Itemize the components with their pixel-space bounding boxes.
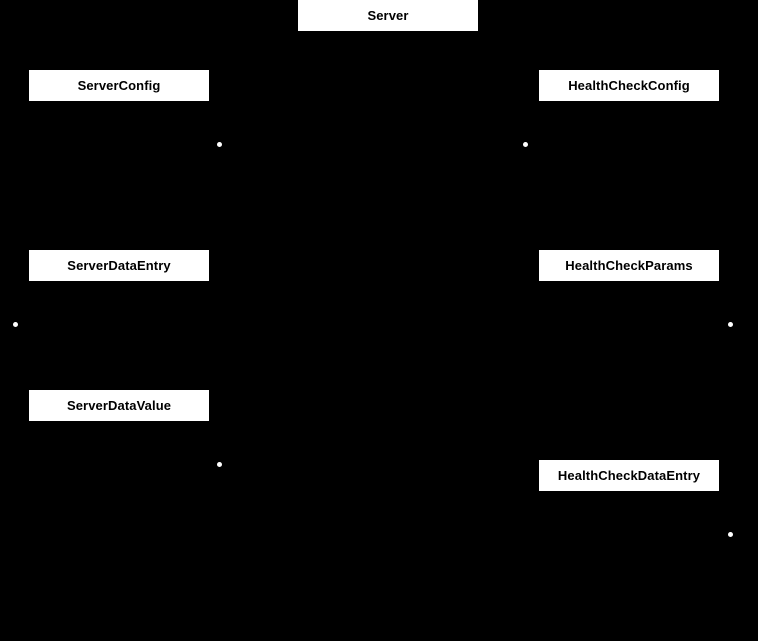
class-node-label: HealthCheckConfig (568, 78, 690, 93)
relation-marker-icon (217, 462, 222, 467)
class-node-server[interactable]: Server (298, 0, 478, 31)
relation-marker-icon (728, 322, 733, 327)
class-node-health-check-data-entry[interactable]: HealthCheckDataEntry (539, 460, 719, 491)
class-node-server-data-entry[interactable]: ServerDataEntry (29, 250, 209, 281)
class-node-label: HealthCheckDataEntry (557, 468, 701, 483)
class-node-server-data-value[interactable]: ServerDataValue (29, 390, 209, 421)
relation-marker-icon (13, 322, 18, 327)
relation-marker-icon (523, 142, 528, 147)
relation-marker-icon (217, 142, 222, 147)
class-node-server-config[interactable]: ServerConfig (29, 70, 209, 101)
class-node-label: Server (367, 8, 409, 23)
class-node-label: ServerDataValue (66, 398, 172, 413)
class-node-health-check-params[interactable]: HealthCheckParams (539, 250, 719, 281)
relation-marker-icon (728, 532, 733, 537)
class-node-health-check-config[interactable]: HealthCheckConfig (539, 70, 719, 101)
class-node-label: ServerDataEntry (67, 258, 171, 273)
class-node-label: ServerConfig (77, 78, 161, 93)
class-node-label: HealthCheckParams (565, 258, 693, 273)
